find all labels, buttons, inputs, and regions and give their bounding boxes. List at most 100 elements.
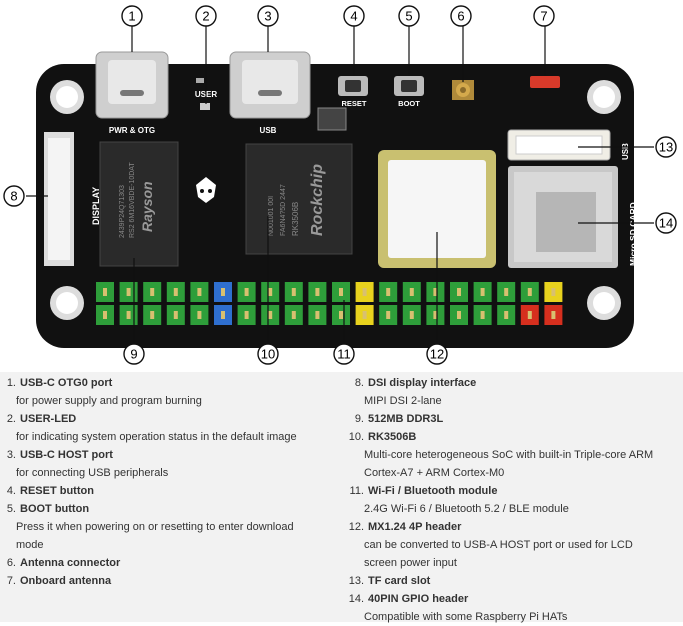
legend-item-description: MIPI DSI 2-lane bbox=[364, 395, 442, 407]
gpio-pin-contact bbox=[173, 311, 178, 319]
callout-5: 5 bbox=[398, 5, 420, 27]
legend-item-title: TF card slot bbox=[368, 575, 431, 587]
wifi-bluetooth-module bbox=[378, 150, 496, 268]
legend-item-number: 3. bbox=[6, 449, 16, 461]
legend-item-number: 1. bbox=[6, 377, 16, 389]
mounting-hole bbox=[50, 286, 84, 320]
reset-button bbox=[338, 76, 368, 96]
legend-item-heading: 1. USB-C OTG0 port bbox=[0, 374, 335, 392]
gpio-pin-contact bbox=[291, 288, 296, 296]
gpio-pin-contact bbox=[527, 288, 532, 296]
legend-item-number: 4. bbox=[6, 485, 16, 497]
legend-item-number: 10. bbox=[348, 431, 364, 443]
callout-number: 11 bbox=[337, 347, 351, 362]
gpio-pin-contact bbox=[386, 311, 391, 319]
legend-item: 9. 512MB DDR3L bbox=[345, 410, 683, 428]
callout-3: 3 bbox=[257, 5, 279, 27]
rk3506b-soc-chip: Rockchip RK3506B FA6N4?5D 2447 N001001 0… bbox=[245, 143, 353, 255]
gpio-pin-contact bbox=[504, 288, 509, 296]
micro-sd-label: Micro SD CARD bbox=[628, 202, 638, 266]
legend-item-title: USB-C OTG0 port bbox=[20, 377, 113, 389]
board-diagram: PWR & OTG USER USB RESET BOOT DISPLAY Ra bbox=[3, 5, 677, 365]
gpio-pin-contact bbox=[221, 288, 225, 296]
gpio-pin-contact bbox=[409, 288, 414, 296]
legend-item-title: DSI display interface bbox=[368, 377, 477, 389]
gpio-pin-contact bbox=[433, 288, 438, 296]
soc-chip-line3: N001001 00I bbox=[268, 196, 275, 236]
legend-item: 13.TF card slot bbox=[345, 572, 683, 590]
callout-4: 4 bbox=[343, 5, 365, 27]
usb-label: USB bbox=[260, 126, 277, 135]
legend-item-description: screen power input bbox=[364, 557, 457, 569]
callout-number: 1 bbox=[128, 9, 135, 24]
gpio-pin-contact bbox=[457, 288, 461, 296]
callout-1: 1 bbox=[121, 5, 143, 27]
logo-icon bbox=[196, 177, 216, 203]
gpio-pin-contact bbox=[433, 311, 438, 319]
callout-number: 13 bbox=[659, 140, 673, 155]
callout-10: 10 bbox=[257, 343, 279, 365]
legend-item-title: Antenna connector bbox=[20, 557, 121, 569]
gpio-pin-contact bbox=[291, 311, 296, 319]
callout-number: 7 bbox=[540, 9, 547, 24]
legend-item-heading: 7. Onboard antenna bbox=[0, 572, 335, 590]
gpio-pin-contact bbox=[268, 311, 273, 319]
legend-item-title: USB-C HOST port bbox=[20, 449, 113, 461]
legend-item-description: for connecting USB peripherals bbox=[16, 467, 169, 479]
usb-c-otg-port bbox=[95, 51, 169, 119]
legend-item-heading: 4.RESET button bbox=[0, 482, 335, 500]
legend-item-title: RK3506B bbox=[368, 431, 417, 443]
callout-number: 8 bbox=[10, 189, 17, 204]
mounting-hole bbox=[587, 80, 621, 114]
legend-item-number: 12. bbox=[348, 521, 364, 533]
gpio-pin-contact bbox=[457, 311, 461, 319]
legend-item-description: mode bbox=[16, 539, 44, 551]
callout-7: 7 bbox=[533, 5, 555, 27]
legend-item-title: 40PIN GPIO header bbox=[368, 593, 469, 605]
boot-button bbox=[394, 76, 424, 96]
ddr3l-ram-chip: Rayson RS2 6M16VBDE-10DAT 2439P24Q71303 bbox=[99, 141, 179, 267]
callout-number: 12 bbox=[430, 347, 444, 362]
legend-item: 4.RESET button bbox=[0, 482, 335, 500]
callout-number: 4 bbox=[350, 9, 357, 24]
callout-number: 10 bbox=[261, 347, 275, 362]
gpio-pin-contact bbox=[126, 311, 131, 319]
gpio-pin-contact bbox=[197, 311, 202, 319]
legend-item-heading: 2.USER-LED bbox=[0, 410, 335, 428]
legend-item-title: Onboard antenna bbox=[20, 575, 112, 587]
legend-item-heading: 13.TF card slot bbox=[345, 572, 683, 590]
legend-item-description: can be converted to USB-A HOST port or u… bbox=[364, 539, 633, 551]
legend-item-number: 7. bbox=[6, 575, 16, 587]
gpio-header bbox=[96, 282, 563, 325]
mx124-4p-header bbox=[507, 129, 611, 161]
callout-number: 6 bbox=[457, 9, 464, 24]
gpio-pin-contact bbox=[362, 311, 367, 319]
antenna-connector bbox=[452, 80, 474, 100]
callout-8: 8 bbox=[3, 185, 25, 207]
legend-item: 7. Onboard antenna bbox=[0, 572, 335, 590]
legend-item-heading: 6.Antenna connector bbox=[0, 554, 335, 572]
gpio-pin-contact bbox=[551, 311, 556, 319]
legend-item-heading: 3. USB-C HOST port bbox=[0, 446, 335, 464]
legend-item-description: Cortex-A7 + ARM Cortex-M0 bbox=[364, 467, 505, 479]
legend-item-title: MX1.24 4P header bbox=[368, 521, 462, 533]
gpio-pin-contact bbox=[197, 288, 202, 296]
callout-14: 14 bbox=[655, 212, 677, 234]
legend-item-title: 512MB DDR3L bbox=[368, 413, 444, 425]
gpio-pin-contact bbox=[173, 288, 178, 296]
gpio-pin-contact bbox=[504, 311, 509, 319]
gpio-pin-contact bbox=[103, 311, 107, 319]
usb-c-host-port bbox=[229, 51, 311, 119]
legend-item-number: 9. bbox=[354, 413, 364, 425]
callout-13: 13 bbox=[655, 136, 677, 158]
pwr-otg-label: PWR & OTG bbox=[109, 126, 155, 135]
gpio-pin-contact bbox=[150, 311, 155, 319]
tf-card-slot bbox=[508, 166, 618, 268]
gpio-pin-contact bbox=[315, 288, 320, 296]
